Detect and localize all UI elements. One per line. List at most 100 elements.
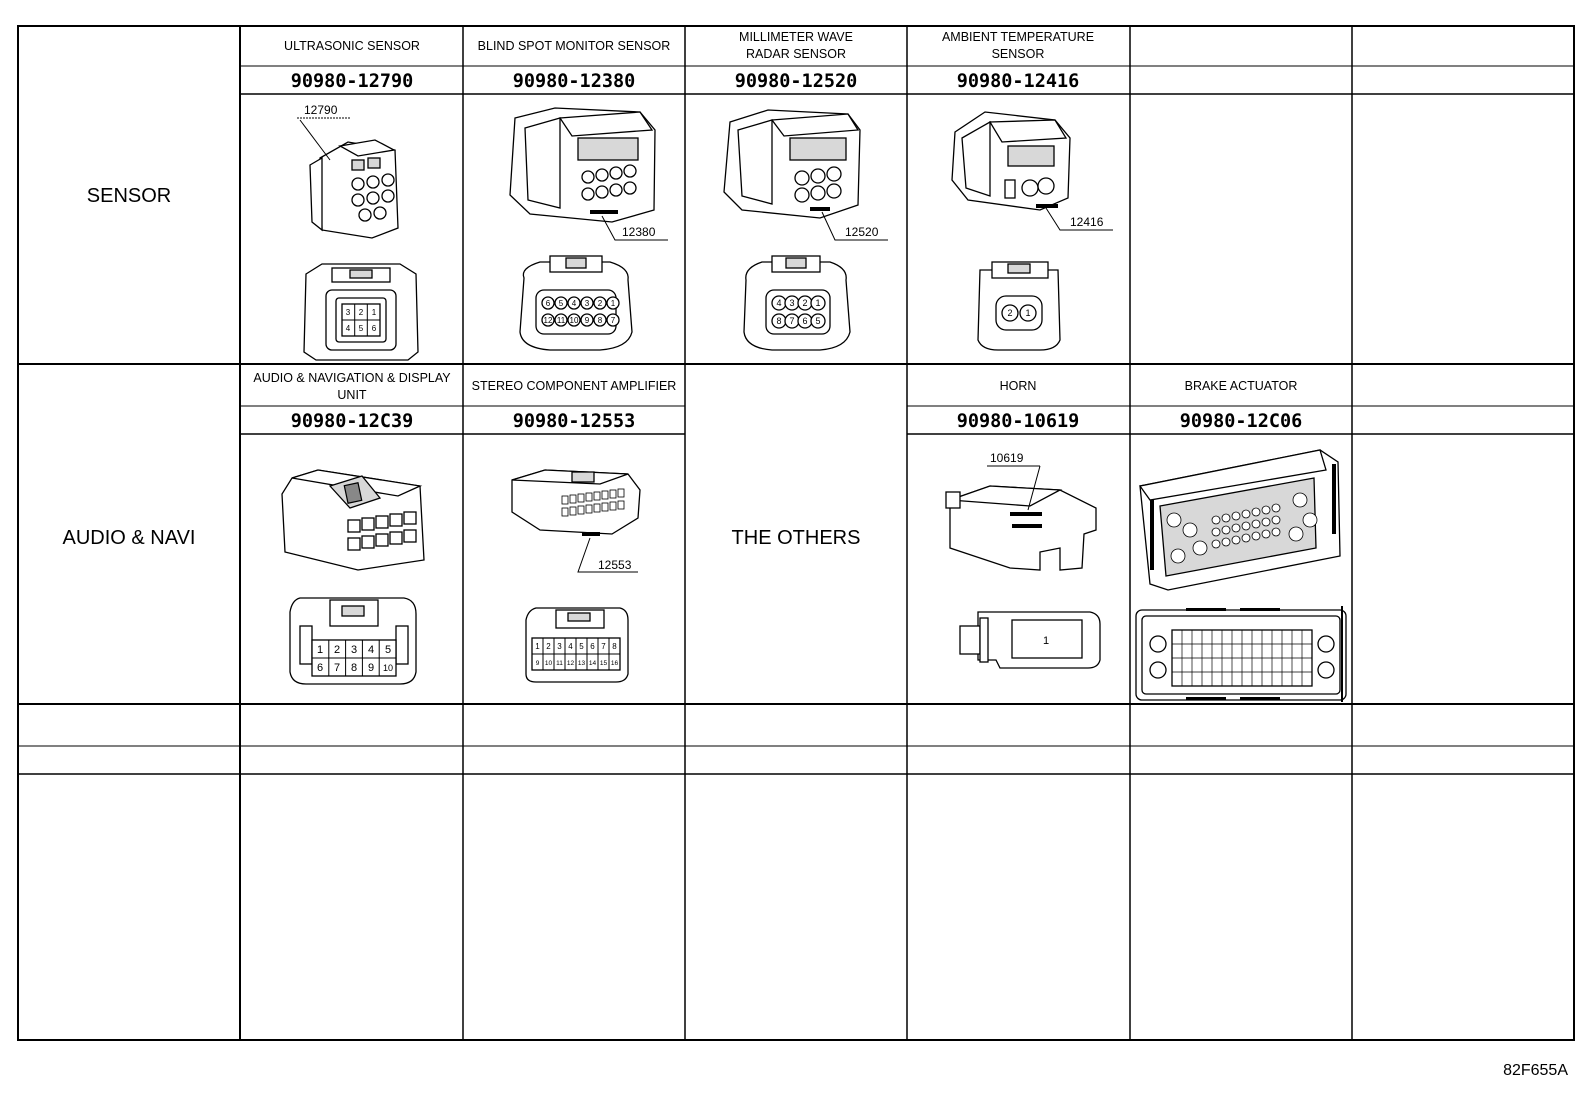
category-audio-navi: AUDIO & NAVI — [63, 527, 196, 549]
ultrasonic-tag: 12790 — [304, 103, 338, 117]
pin-label: 1 — [317, 644, 323, 656]
pin-label: 12 — [544, 316, 553, 325]
pin-label: 16 — [611, 660, 619, 667]
pin-label: 3 — [585, 299, 590, 308]
pin-label: 4 — [368, 644, 374, 656]
horn-tag: 10619 — [990, 451, 1024, 465]
ambient-sensor-name-line2: SENSOR — [992, 47, 1045, 61]
pin-label: 8 — [776, 316, 781, 326]
pin-label: 5 — [385, 644, 391, 656]
category-sensor: SENSOR — [87, 185, 171, 207]
pin-label: 8 — [612, 642, 617, 651]
blind-spot-tag-leader — [601, 215, 668, 241]
pin-label: 10 — [383, 663, 393, 673]
pin-label: 5 — [359, 324, 364, 333]
horn-connector-face: 1 — [959, 611, 1101, 669]
blind-spot-sensor-name: BLIND SPOT MONITOR SENSOR — [478, 39, 671, 53]
pin-label: 6 — [372, 324, 377, 333]
pin-label: 2 — [598, 299, 603, 308]
pin-label: 3 — [789, 298, 794, 308]
horn-connector-iso — [945, 485, 1097, 571]
audio-nav-name-line1: AUDIO & NAVIGATION & DISPLAY — [253, 371, 451, 385]
pin-label: 6 — [546, 299, 551, 308]
ultrasonic-tag-arrow — [299, 119, 331, 161]
pin-label: 5 — [579, 642, 584, 651]
pin-label: 2 — [802, 298, 807, 308]
pin-label: 7 — [789, 316, 794, 326]
pin-label: 13 — [578, 660, 586, 667]
amplifier-name: STEREO COMPONENT AMPLIFIER — [472, 379, 677, 393]
pin-label: 1 — [372, 308, 377, 317]
pin-label: 1 — [611, 299, 616, 308]
amplifier-part: 90980-12553 — [513, 411, 636, 432]
ambient-sensor-part: 90980-12416 — [957, 71, 1080, 92]
amplifier-tag-leader — [577, 537, 638, 573]
horn-tag-leader — [987, 465, 1041, 511]
brake-actuator-name: BRAKE ACTUATOR — [1185, 379, 1298, 393]
pin-label: 4 — [346, 324, 351, 333]
pin-label: 4 — [572, 299, 577, 308]
pin-label: 6 — [802, 316, 807, 326]
pin-label: 14 — [589, 660, 597, 667]
pin-label: 3 — [346, 308, 351, 317]
category-the-others: THE OTHERS — [732, 527, 861, 549]
pin-label: 9 — [368, 662, 374, 674]
pin-label: 4 — [776, 298, 781, 308]
pin-label: 9 — [536, 660, 540, 667]
pin-label: 1 — [535, 642, 540, 651]
pin-label: 2 — [359, 308, 364, 317]
pin-label: 10 — [545, 660, 553, 667]
pin-label: 6 — [590, 642, 595, 651]
blind-spot-sensor-part: 90980-12380 — [513, 71, 636, 92]
ultrasonic-connector-face: 3 2 1 4 5 6 — [303, 263, 419, 361]
pin-label: 8 — [351, 662, 357, 674]
radar-tag-leader — [821, 211, 888, 241]
ambient-tag: 12416 — [1070, 215, 1104, 229]
ambient-connector-iso — [951, 111, 1071, 211]
pin-label: 1 — [1025, 308, 1030, 318]
amplifier-connector-iso — [511, 469, 641, 536]
table-grid — [17, 25, 1575, 1041]
ambient-tag-leader — [1045, 207, 1113, 231]
horn-part: 90980-10619 — [957, 411, 1080, 432]
pin-label: 6 — [317, 662, 323, 674]
sheet-code: 82F655A — [1503, 1062, 1568, 1079]
radar-sensor-name-line1: MILLIMETER WAVE — [739, 30, 853, 44]
radar-connector-iso — [723, 109, 861, 219]
pin-label: 3 — [351, 644, 357, 656]
amplifier-tag: 12553 — [598, 558, 632, 572]
pin-label: 11 — [557, 316, 566, 325]
radar-sensor-name-line2: RADAR SENSOR — [746, 47, 846, 61]
radar-sensor-part: 90980-12520 — [735, 71, 858, 92]
ambient-connector-face: 2 1 — [977, 261, 1061, 351]
pin-label: 8 — [598, 316, 603, 325]
audio-nav-name-line2: UNIT — [337, 388, 367, 402]
pin-label: 5 — [815, 316, 820, 326]
pin-label: 9 — [585, 316, 590, 325]
radar-tag: 12520 — [845, 225, 879, 239]
pin-label: 3 — [557, 642, 562, 651]
brake-actuator-connector-face — [1135, 606, 1347, 702]
horn-name: HORN — [1000, 379, 1037, 393]
pin-label: 1 — [1043, 635, 1049, 647]
pin-label: 2 — [1007, 308, 1012, 318]
pin-label: 1 — [815, 298, 820, 308]
radar-connector-face: 4 3 2 1 8 7 6 5 — [743, 255, 851, 351]
blind-spot-connector-iso — [509, 107, 656, 223]
pin-label: 5 — [559, 299, 564, 308]
ultrasonic-sensor-part: 90980-12790 — [291, 71, 414, 92]
pin-label: 4 — [568, 642, 573, 651]
blind-spot-connector-face: 6 5 4 3 2 1 12 11 10 9 8 7 — [519, 255, 633, 351]
blind-spot-tag: 12380 — [622, 225, 656, 239]
pin-label: 15 — [600, 660, 608, 667]
pin-label: 7 — [601, 642, 606, 651]
pin-label: 7 — [611, 316, 616, 325]
pin-label: 2 — [334, 644, 340, 656]
pin-label: 10 — [570, 316, 579, 325]
amplifier-connector-face: 1 2 3 4 5 6 7 8 9 10 11 12 13 14 15 16 — [525, 607, 629, 683]
ambient-sensor-name-line1: AMBIENT TEMPERATURE — [942, 30, 1094, 44]
pin-label: 2 — [546, 642, 551, 651]
audio-nav-part: 90980-12C39 — [291, 411, 414, 432]
ultrasonic-sensor-name: ULTRASONIC SENSOR — [284, 39, 420, 53]
